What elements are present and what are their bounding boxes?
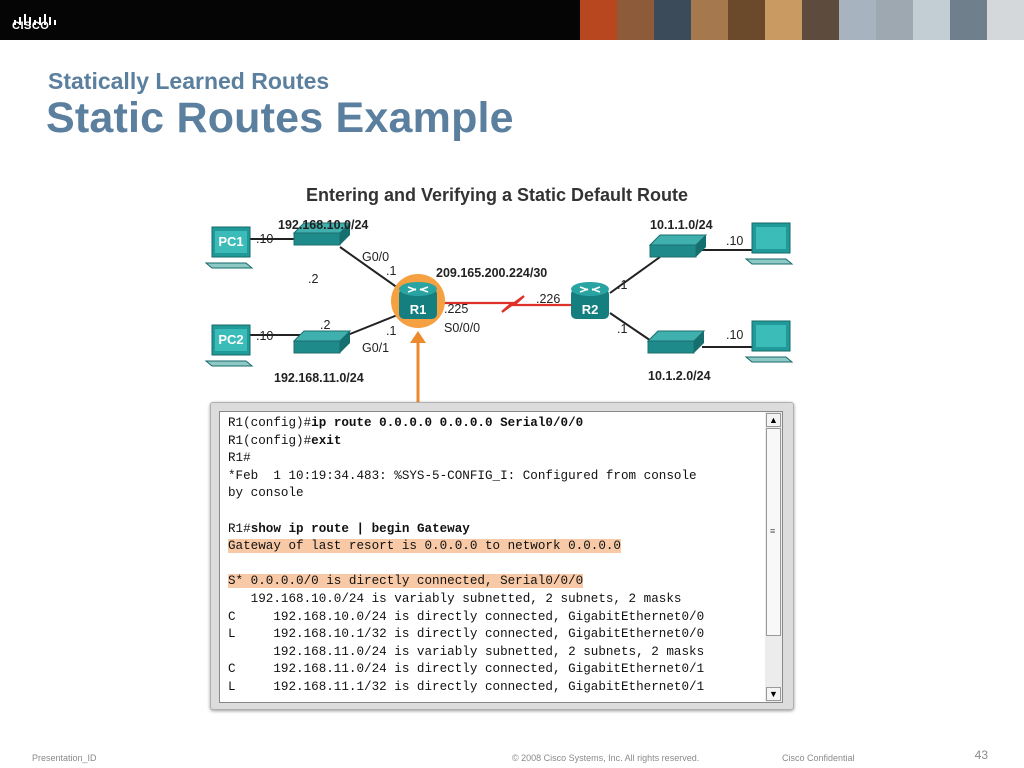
r1-router-icon: R1 — [391, 274, 445, 328]
host-label: .10 — [256, 232, 273, 246]
header-photo — [913, 0, 950, 40]
terminal-line: R1(config)#exit — [228, 432, 341, 450]
interface-addr-label: .1 — [617, 322, 627, 336]
confidential-label: Cisco Confidential — [782, 753, 855, 763]
terminal-line: C 192.168.10.0/24 is directly connected,… — [228, 608, 704, 626]
net-label: 192.168.10.0/24 — [278, 218, 368, 232]
interface-addr-label: .1 — [386, 324, 396, 338]
switch-icon — [292, 330, 352, 354]
switch-addr-label: .2 — [320, 318, 330, 332]
header-photo-strip — [580, 0, 1024, 40]
page-number: 43 — [974, 748, 988, 762]
cisco-logo-text: CISCO — [12, 20, 50, 32]
terminal-line: R1# — [228, 449, 251, 467]
pc1-icon: PC1 — [204, 226, 254, 269]
scroll-down-icon[interactable]: ▼ — [766, 687, 781, 701]
interface-addr-label: .1 — [386, 264, 396, 278]
header-photo — [691, 0, 728, 40]
r1-label: R1 — [410, 302, 427, 317]
slide-title: Static Routes Example — [46, 94, 514, 142]
terminal-prompt: R1(config)# — [228, 416, 312, 430]
r2-label: R2 — [582, 302, 599, 317]
copyright: © 2008 Cisco Systems, Inc. All rights re… — [512, 753, 700, 763]
switch-addr-label: .2 — [308, 272, 318, 286]
pc-icon — [744, 222, 794, 265]
terminal-line: C 192.168.11.0/24 is directly connected,… — [228, 660, 704, 678]
terminal-text: *Feb 1 10:19:34.483: %SYS-5-CONFIG_I: Co… — [228, 468, 697, 483]
terminal-text: L 192.168.11.1/32 is directly connected,… — [228, 680, 705, 694]
terminal-text: by console — [228, 486, 304, 501]
host-label: .10 — [726, 234, 743, 248]
terminal-line: by console — [228, 484, 304, 502]
terminal-line: 192.168.10.0/24 is variably subnetted, 2… — [228, 590, 682, 608]
net-label: 10.1.1.0/24 — [650, 218, 713, 232]
header-photo — [950, 0, 987, 40]
terminal-command: show ip route | begin Gateway — [250, 521, 470, 536]
header-photo — [728, 0, 765, 40]
serial-link — [430, 295, 580, 313]
terminal-line: Gateway of last resort is 0.0.0.0 to net… — [228, 537, 621, 555]
terminal-highlighted-text: Gateway of last resort is 0.0.0.0 to net… — [228, 539, 621, 554]
switch-icon — [292, 222, 352, 246]
terminal-line: R1(config)#ip route 0.0.0.0 0.0.0.0 Seri… — [228, 414, 583, 432]
header-bar: CISCO — [0, 0, 1024, 40]
scroll-up-icon[interactable]: ▲ — [766, 413, 781, 427]
terminal-line: L 192.168.10.1/32 is directly connected,… — [228, 625, 704, 643]
orange-arrow-icon — [410, 331, 426, 403]
interface-label: G0/1 — [362, 341, 389, 355]
grip-icon: ≡ — [770, 526, 776, 536]
terminal-line: R1#show ip route | begin Gateway — [228, 520, 470, 538]
pc1-label: PC1 — [218, 234, 243, 249]
switch-icon — [648, 234, 708, 258]
terminal-text: 192.168.10.0/24 is variably subnetted, 2… — [228, 592, 682, 606]
header-photo — [580, 0, 617, 40]
host-label: .10 — [726, 328, 743, 342]
header-photo — [617, 0, 654, 40]
switch-icon — [646, 330, 706, 354]
header-photo — [654, 0, 691, 40]
terminal-text: C 192.168.11.0/24 is directly connected,… — [228, 662, 705, 677]
net-label: 10.1.2.0/24 — [648, 369, 711, 383]
network-diagram: Entering and Verifying a Static Default … — [204, 185, 794, 403]
terminal-text: C 192.168.10.0/24 is directly connected,… — [228, 609, 705, 624]
terminal-highlighted-text: S* 0.0.0.0/0 is directly connected, Seri… — [228, 574, 584, 589]
pc2-icon: PC2 — [204, 324, 254, 367]
pc-icon — [744, 320, 794, 363]
interface-addr-label: .1 — [617, 278, 627, 292]
terminal-line: 192.168.11.0/24 is variably subnetted, 2… — [228, 643, 704, 661]
r2-router-icon: R2 — [571, 282, 609, 319]
interface-label: G0/0 — [362, 250, 389, 264]
header-photo — [876, 0, 913, 40]
serial-net-label: 209.165.200.224/30 — [436, 266, 547, 280]
terminal-text: 192.168.11.0/24 is variably subnetted, 2… — [228, 644, 705, 659]
pc2-label: PC2 — [218, 332, 243, 347]
scroll-thumb[interactable]: ≡ — [766, 428, 781, 636]
terminal-scrollbar[interactable]: ▲ ≡ ▼ — [765, 411, 783, 703]
terminal-output[interactable]: R1(config)#ip route 0.0.0.0 0.0.0.0 Seri… — [219, 411, 767, 703]
terminal-command: exit — [311, 433, 342, 448]
presentation-id: Presentation_ID — [32, 753, 97, 763]
terminal-line: S* 0.0.0.0/0 is directly connected, Seri… — [228, 572, 584, 590]
terminal-prompt: R1(config)# — [228, 433, 312, 448]
slide-subtitle: Statically Learned Routes — [48, 68, 330, 94]
net-label: 192.168.11.0/24 — [274, 371, 364, 385]
terminal-line: *Feb 1 10:19:34.483: %SYS-5-CONFIG_I: Co… — [228, 467, 697, 485]
terminal-text: L 192.168.10.1/32 is directly connected,… — [228, 627, 705, 642]
diagram-title: Entering and Verifying a Static Default … — [306, 185, 688, 205]
header-photo — [839, 0, 876, 40]
terminal-window: R1(config)#ip route 0.0.0.0 0.0.0.0 Seri… — [210, 402, 794, 710]
header-photo — [987, 0, 1024, 40]
host-label: .10 — [256, 329, 273, 343]
interface-addr-label: .225 — [444, 302, 468, 316]
interface-label: S0/0/0 — [444, 321, 480, 335]
header-photo — [802, 0, 839, 40]
terminal-prompt: R1# — [228, 451, 251, 466]
header-photo — [765, 0, 802, 40]
terminal-command: ip route 0.0.0.0 0.0.0.0 Serial0/0/0 — [311, 416, 584, 430]
interface-addr-label: .226 — [536, 292, 560, 306]
cisco-logo-icon — [14, 14, 56, 25]
terminal-prompt: R1# — [228, 521, 251, 536]
terminal-line: L 192.168.11.1/32 is directly connected,… — [228, 678, 704, 696]
